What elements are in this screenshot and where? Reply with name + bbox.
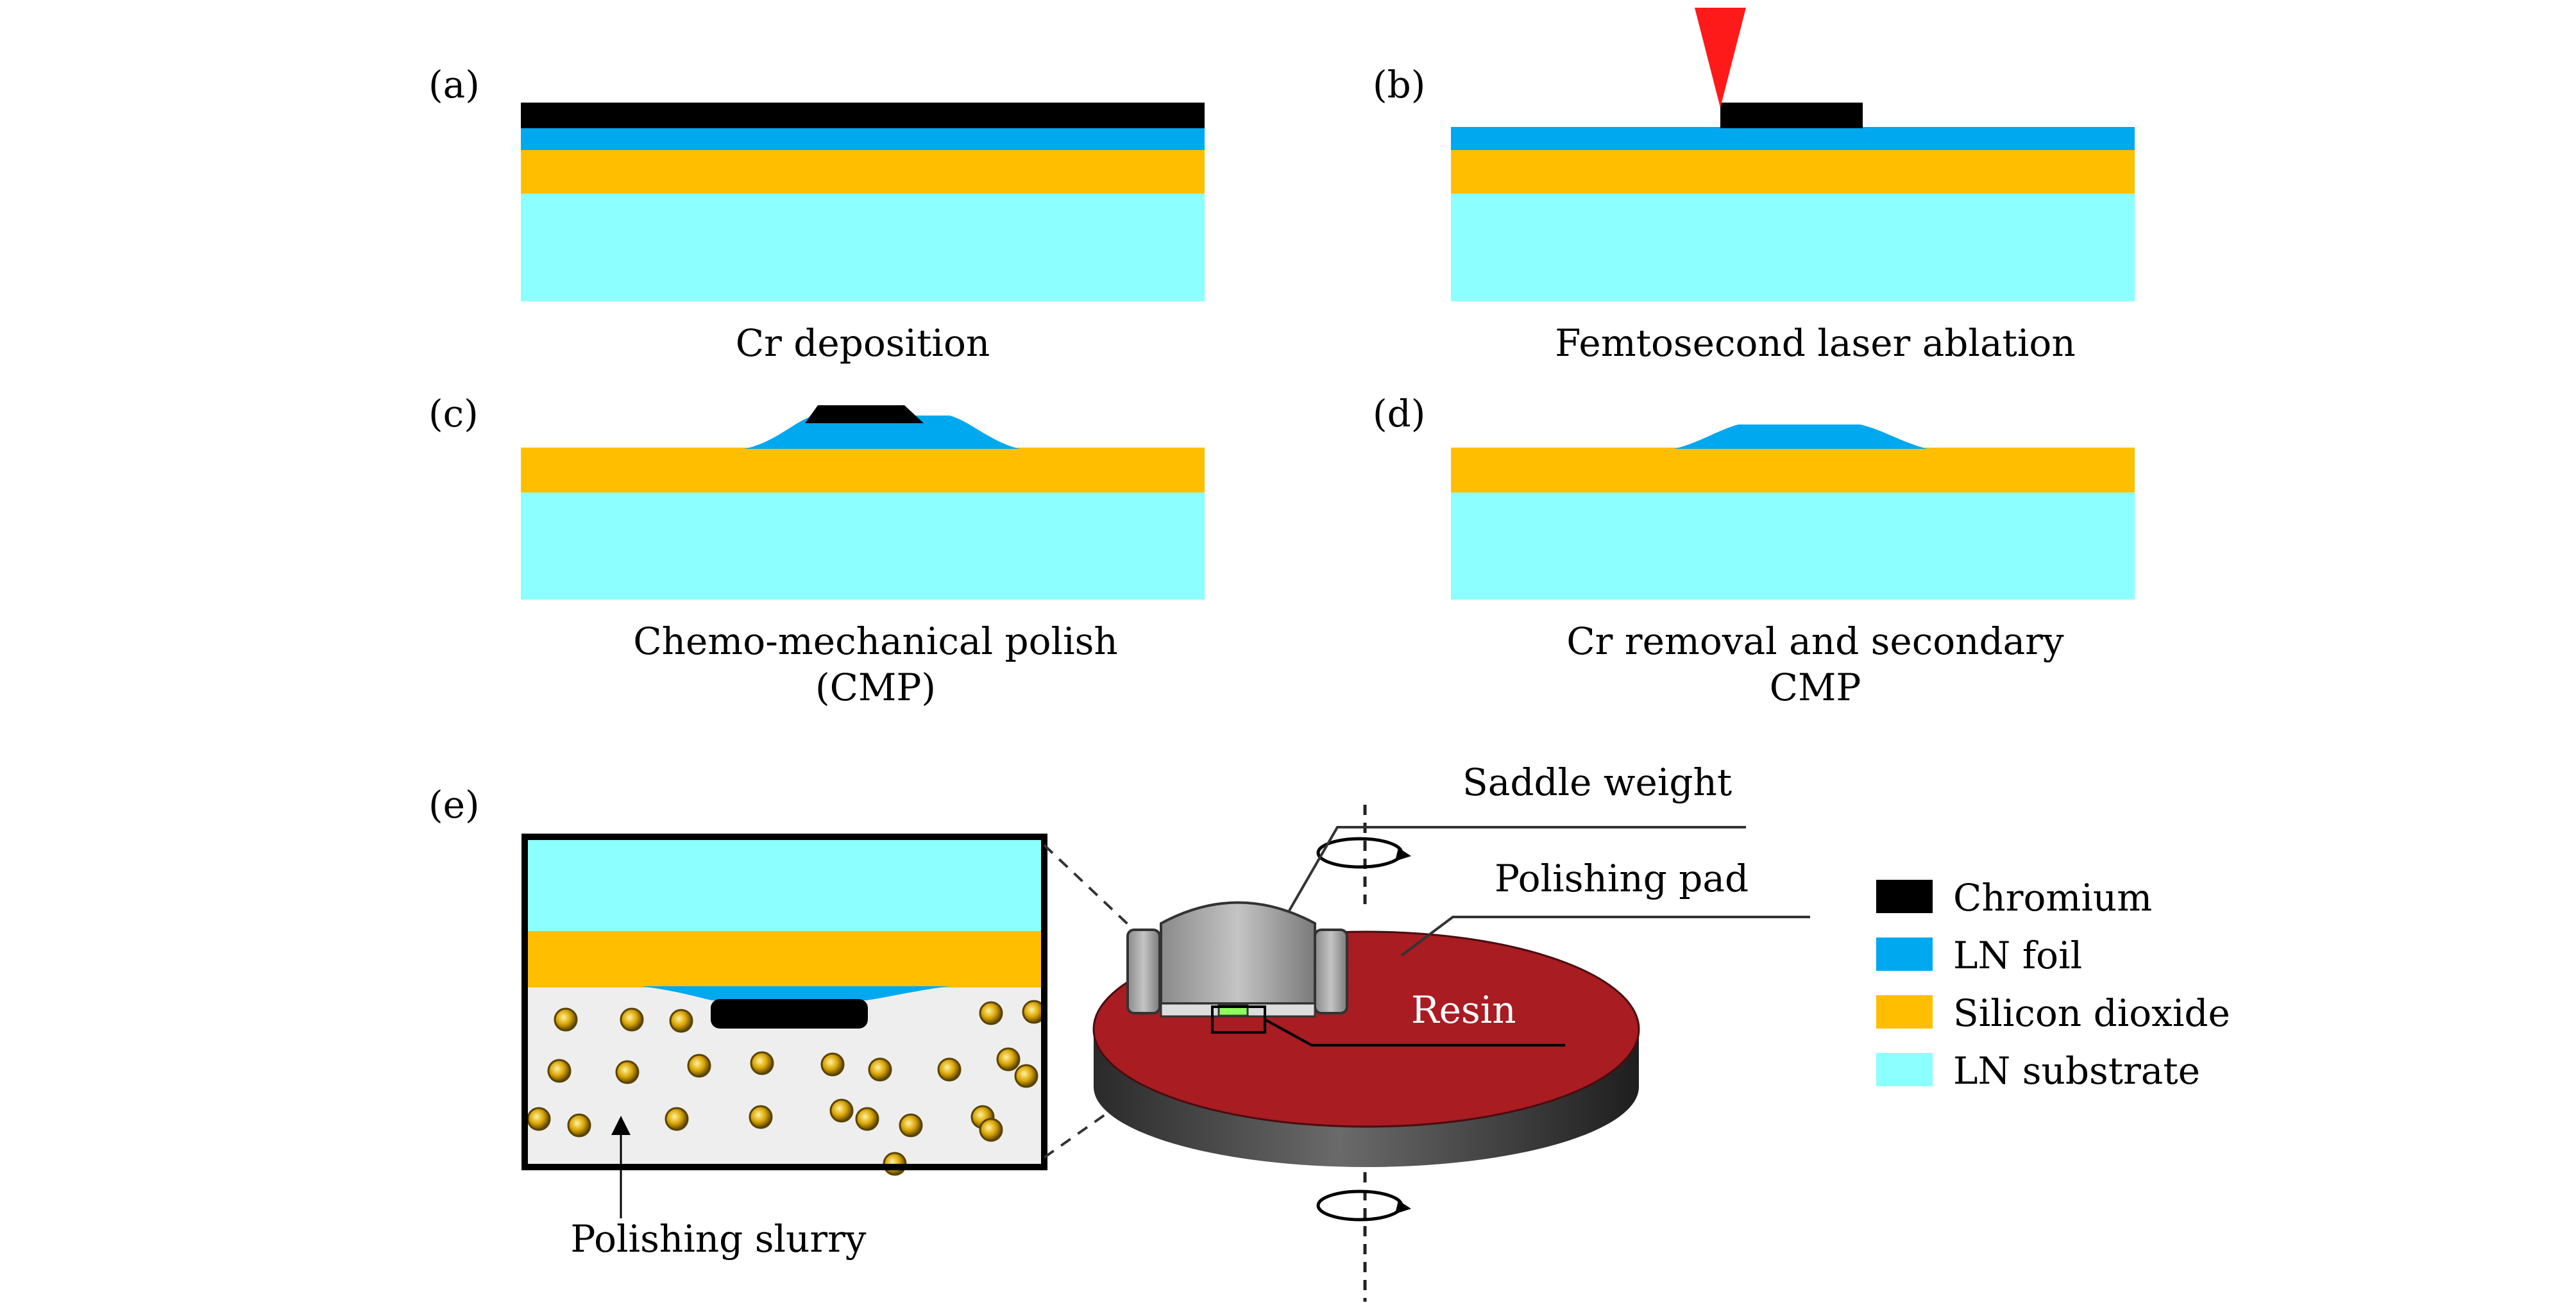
panel-b-caption: Femtosecond laser ablation [1555, 321, 2075, 365]
slurry-particle [547, 1059, 572, 1083]
ln-substrate-layer [1451, 192, 2135, 301]
chromium-cap [805, 405, 924, 423]
saddle-weight-pointer [1288, 826, 1746, 911]
legend: Chromium LN foil Silicon dioxide LN subs… [1876, 876, 2230, 1093]
slurry-particle [527, 1107, 551, 1131]
legend-swatch-ln-substrate [1876, 1053, 1933, 1086]
panel-d-caption-line1: Cr removal and secondary [1566, 619, 2064, 663]
legend-swatch-silicon-dioxide [1876, 995, 1933, 1029]
slurry-particle [855, 1107, 879, 1131]
ln-substrate-layer [1451, 491, 2135, 600]
legend-label-ln-substrate: LN substrate [1953, 1049, 2200, 1093]
silicon-dioxide-layer [1451, 448, 2135, 492]
ln-substrate-layer [521, 491, 1205, 600]
chromium-layer [521, 103, 1205, 128]
ln-ridge [1674, 425, 1928, 449]
ln-substrate-layer [521, 192, 1205, 301]
panel-d-tag: (d) [1373, 392, 1425, 435]
silicon-dioxide-layer [525, 931, 1044, 988]
panel-b-tag: (b) [1373, 63, 1425, 106]
silicon-dioxide-layer [521, 448, 1205, 492]
slurry-particle [615, 1060, 640, 1084]
top-rotation-arrow-icon [1316, 837, 1411, 869]
weight-left-leg [1126, 929, 1161, 1014]
slurry-particle [1014, 1064, 1038, 1088]
zoom-inset: Polishing slurry [521, 834, 1047, 1261]
panel-c: (c) Chemo-mechanical polish (CMP) [428, 392, 1205, 709]
saddle-weight-label: Saddle weight [1462, 761, 1732, 804]
legend-label-chromium: Chromium [1953, 876, 2152, 920]
ln-ridge [744, 416, 1020, 449]
resin-label: Resin [1411, 988, 1516, 1032]
slurry-particle [687, 1054, 711, 1078]
slurry-particle [820, 1052, 845, 1077]
laser-beam-icon [1695, 8, 1746, 108]
panel-a-caption: Cr deposition [736, 321, 990, 365]
legend-label-silicon-dioxide: Silicon dioxide [1953, 991, 2230, 1035]
chromium-mask [1720, 103, 1863, 128]
weight-right-leg [1314, 929, 1348, 1014]
slurry-particle [829, 1098, 854, 1123]
panel-b: (b) Femtosecond laser ablation [1373, 8, 2135, 365]
slurry-particle [996, 1047, 1021, 1072]
legend-swatch-chromium [1876, 880, 1933, 913]
polishing-pad-pointer [1400, 916, 1810, 957]
slurry-particle [669, 1009, 693, 1033]
panel-a: (a) Cr deposition [428, 63, 1205, 365]
silicon-dioxide-layer [1451, 149, 2135, 194]
saddle-weight [1126, 901, 1348, 1034]
slurry-particle [665, 1107, 689, 1131]
silicon-dioxide-layer [521, 149, 1205, 194]
polishing-pad-label: Polishing pad [1495, 857, 1749, 900]
slurry-particle [567, 1113, 591, 1138]
slurry-particle [620, 1007, 644, 1032]
slurry-particle [979, 1001, 1003, 1025]
polishing-machine: Resin Saddle weight Polishing pad [1092, 761, 1810, 1302]
legend-swatch-ln-foil [1876, 937, 1933, 971]
chromium-cap [711, 999, 868, 1029]
slurry-particles [527, 1000, 1046, 1176]
panel-c-caption-line2: (CMP) [815, 666, 936, 709]
slurry-particle [554, 1007, 578, 1032]
legend-label-ln-foil: LN foil [1953, 934, 2082, 977]
panel-d: (d) Cr removal and secondary CMP [1373, 392, 2135, 709]
panel-c-caption-line1: Chemo-mechanical polish [633, 619, 1118, 663]
panel-e-tag: (e) [428, 783, 480, 827]
slurry-particle [979, 1118, 1003, 1142]
panel-c-tag: (c) [428, 392, 479, 435]
bottom-rotation-arrow-icon [1316, 1190, 1411, 1222]
ln-ridge [641, 986, 949, 1000]
panel-a-tag: (a) [428, 63, 480, 106]
ln-foil-layer [521, 127, 1205, 150]
ln-substrate-layer [525, 837, 1044, 933]
weight-body [1160, 901, 1316, 1005]
ln-foil-layer [1451, 127, 2135, 150]
slurry-particle [899, 1113, 923, 1138]
slurry-particle [937, 1057, 962, 1082]
polishing-slurry-label: Polishing slurry [570, 1217, 866, 1261]
panel-e: (e) Polishing slurry [428, 761, 2230, 1302]
slurry-particle [750, 1051, 774, 1075]
panel-d-caption-line2: CMP [1770, 666, 1861, 709]
inset-frame [521, 834, 1047, 1170]
slurry-particle [749, 1105, 773, 1129]
slurry-particle [868, 1057, 892, 1082]
resin-pointer [1264, 1018, 1565, 1047]
